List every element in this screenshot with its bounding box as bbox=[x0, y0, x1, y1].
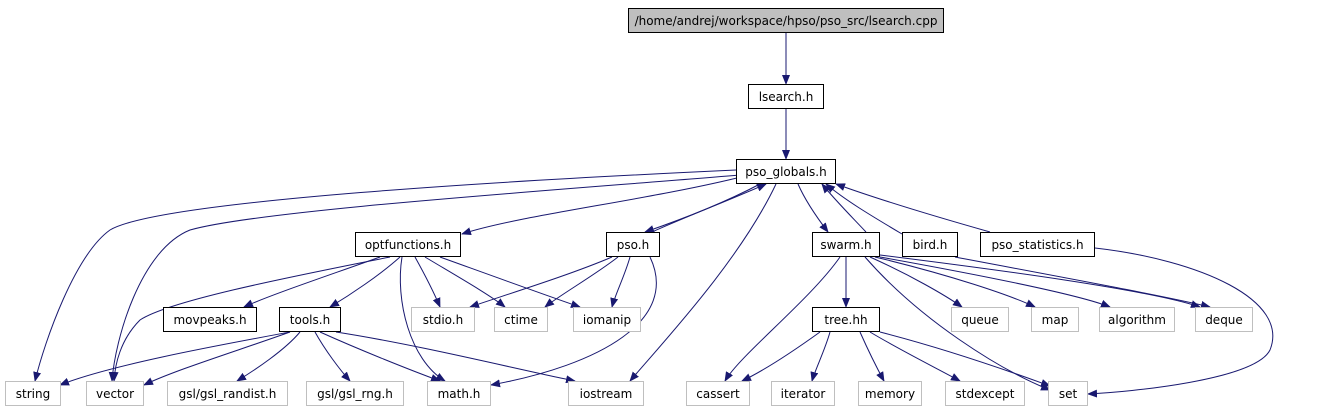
edge-swarm-algorithm bbox=[879, 256, 1111, 308]
node-queue: queue bbox=[951, 307, 1009, 332]
edge-pso-iomanip bbox=[610, 256, 631, 308]
edge-globals-string bbox=[33, 169, 737, 382]
edge-tools-gslrng bbox=[314, 331, 351, 382]
edge-tree-stdexcept bbox=[869, 331, 961, 382]
edge-pso-math bbox=[490, 256, 657, 388]
node-tree-hh[interactable]: tree.hh bbox=[812, 307, 880, 332]
edge-swarm-queue bbox=[869, 256, 963, 308]
edge-opt-tools bbox=[329, 256, 401, 308]
node-iostream: iostream bbox=[568, 381, 644, 406]
node-movpeaks-h[interactable]: movpeaks.h bbox=[163, 307, 257, 332]
node-gsl-randist-h: gsl/gsl_randist.h bbox=[167, 381, 288, 406]
node-iomanip: iomanip bbox=[573, 307, 641, 332]
edge-opt-math bbox=[399, 256, 446, 382]
edge-pso-ctime bbox=[544, 256, 619, 308]
edge-tools-math bbox=[319, 331, 441, 382]
node-algorithm: algorithm bbox=[1099, 307, 1175, 332]
edge-tree-iterator bbox=[810, 331, 831, 382]
node-iterator: iterator bbox=[771, 381, 835, 406]
edge-bird-globals bbox=[825, 183, 903, 235]
edge-globals-pso bbox=[644, 183, 761, 233]
dependency-edges bbox=[33, 33, 1274, 398]
edge-swarm-deque bbox=[879, 254, 1201, 308]
edge-pso-stdio bbox=[469, 256, 613, 308]
node-gsl-rng-h: gsl/gsl_rng.h bbox=[306, 381, 404, 406]
node-deque: deque bbox=[1195, 307, 1253, 332]
node-stdexcept: stdexcept bbox=[945, 381, 1025, 406]
edge-tools-gslrandist bbox=[236, 331, 301, 382]
edge-stats-set bbox=[1087, 247, 1274, 398]
node-pso-h[interactable]: pso.h bbox=[606, 232, 660, 257]
edge-bird-deque bbox=[954, 256, 1211, 309]
edge-globals-swarm bbox=[797, 183, 829, 233]
node-stdio-h: stdio.h bbox=[411, 307, 475, 332]
node-ctime: ctime bbox=[494, 307, 548, 332]
node-lsearch-cpp: /home/andrej/workspace/hpso/pso_src/lsea… bbox=[628, 8, 944, 33]
edge-swarm-cassert bbox=[724, 256, 841, 382]
node-pso-statistics-h[interactable]: pso_statistics.h bbox=[980, 232, 1095, 257]
node-tools-h[interactable]: tools.h bbox=[279, 307, 341, 332]
edge-globals-vector bbox=[108, 174, 741, 382]
edge-opt-ctime bbox=[424, 256, 506, 308]
edge-tools-vector bbox=[143, 331, 291, 386]
edge-globals-iostream bbox=[629, 183, 777, 382]
edge-swarm-set bbox=[864, 256, 1051, 391]
node-cassert: cassert bbox=[686, 381, 750, 406]
edge-pso-globals bbox=[651, 183, 767, 233]
node-math-h: math.h bbox=[427, 381, 491, 406]
edge-opt-stdio bbox=[414, 256, 441, 308]
edge-tools-iostream bbox=[335, 331, 576, 384]
node-lsearch-h[interactable]: lsearch.h bbox=[748, 84, 824, 109]
edge-stats-globals bbox=[835, 183, 991, 233]
edge-opt-movpeaks bbox=[243, 256, 381, 308]
edge-tree-cassert bbox=[741, 331, 821, 382]
node-pso-globals-h[interactable]: pso_globals.h bbox=[736, 159, 836, 184]
edge-tree-memory bbox=[859, 331, 885, 382]
node-string: string bbox=[5, 381, 61, 406]
edge-tree-set bbox=[879, 331, 1051, 387]
edge-globals-optfunctions bbox=[461, 175, 746, 236]
node-bird-h[interactable]: bird.h bbox=[902, 232, 958, 257]
node-swarm-h[interactable]: swarm.h bbox=[812, 232, 880, 257]
node-map: map bbox=[1031, 307, 1079, 332]
node-vector: vector bbox=[86, 381, 144, 406]
edge-opt-iomanip bbox=[439, 256, 581, 308]
edge-tools-string bbox=[59, 331, 291, 386]
node-memory: memory bbox=[858, 381, 922, 406]
node-optfunctions-h[interactable]: optfunctions.h bbox=[355, 232, 461, 257]
node-set: set bbox=[1048, 381, 1088, 406]
edge-swarm-map bbox=[874, 256, 1036, 308]
